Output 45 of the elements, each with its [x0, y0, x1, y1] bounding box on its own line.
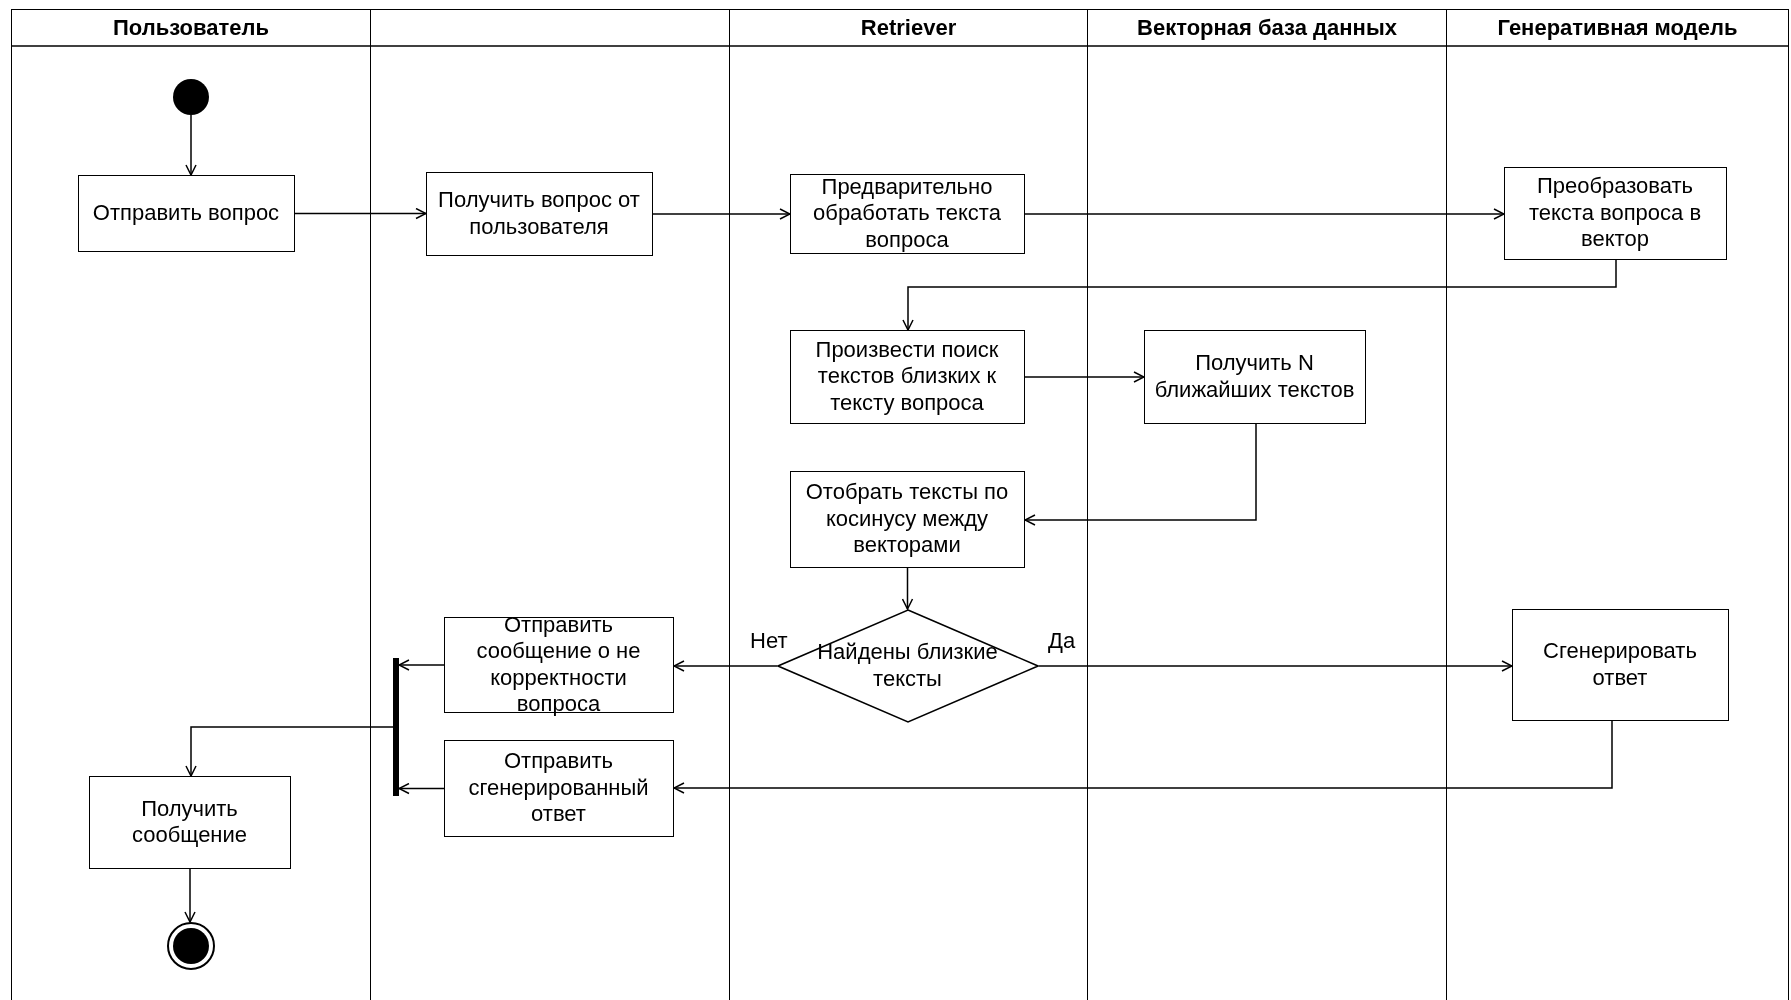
action-box [789, 329, 1025, 424]
swimlane [11, 9, 370, 1000]
action-label: Получить вопрос от пользователя [437, 187, 641, 240]
arrow [901, 567, 914, 610]
action-box [88, 775, 291, 869]
lane-header: Векторная база данных [1136, 14, 1398, 42]
fork-bar [392, 657, 399, 796]
action-label: Сгенерировать ответ [1542, 638, 1698, 691]
arrow [1024, 208, 1505, 220]
swimlane [1087, 9, 1446, 1000]
swimlane [729, 9, 1087, 1000]
action-box [77, 174, 295, 252]
arrow [1024, 423, 1257, 526]
action-box [789, 173, 1025, 254]
action-label: Отобрать тексты по косинусу между векторами [804, 479, 1010, 559]
arrow [185, 726, 394, 777]
action-label: Найдены близкие тексты [816, 639, 999, 692]
arrow [1038, 660, 1513, 672]
arrow [185, 114, 197, 176]
action-box [425, 171, 653, 256]
arrow [673, 660, 778, 672]
action-label: Предварительно обработать текста вопроса [812, 173, 1002, 254]
action-label: Преобразовать текста вопроса в вектор [1527, 173, 1703, 253]
lane-header: Retriever [859, 14, 958, 42]
swimlane [370, 9, 729, 1000]
action-label: Отправить сообщение о не корректности вопроса [475, 611, 642, 718]
initial-node [172, 78, 209, 115]
action-label: Отправить вопрос [92, 199, 280, 227]
action-label: Получить сообщение [130, 795, 249, 849]
action-box [1143, 329, 1366, 424]
action-box [1503, 166, 1727, 260]
action-box [1511, 608, 1729, 721]
lane-header: Пользователь [112, 14, 270, 42]
action-box [443, 739, 674, 837]
arrow [673, 720, 1613, 794]
swimlane [1446, 9, 1789, 1000]
arrow [1024, 371, 1145, 383]
arrow [184, 868, 196, 923]
action-label: Произвести поиск текстов близких к тексту вопроса [814, 336, 1000, 417]
action-box [789, 470, 1025, 568]
action-label: Получить N ближайших текстов [1153, 350, 1356, 403]
arrow [652, 208, 791, 220]
arrow [902, 259, 1617, 331]
arrow [294, 207, 427, 220]
lane-header: Генеративная модель [1496, 14, 1739, 42]
